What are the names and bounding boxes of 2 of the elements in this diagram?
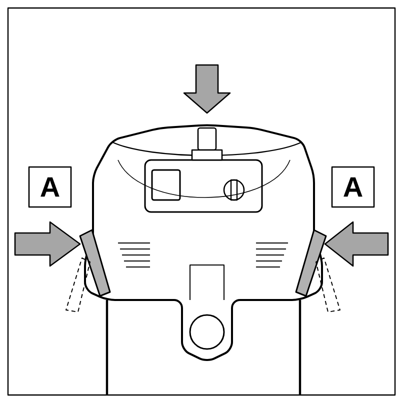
label-box: A xyxy=(28,166,72,208)
label-box: A xyxy=(331,166,375,208)
